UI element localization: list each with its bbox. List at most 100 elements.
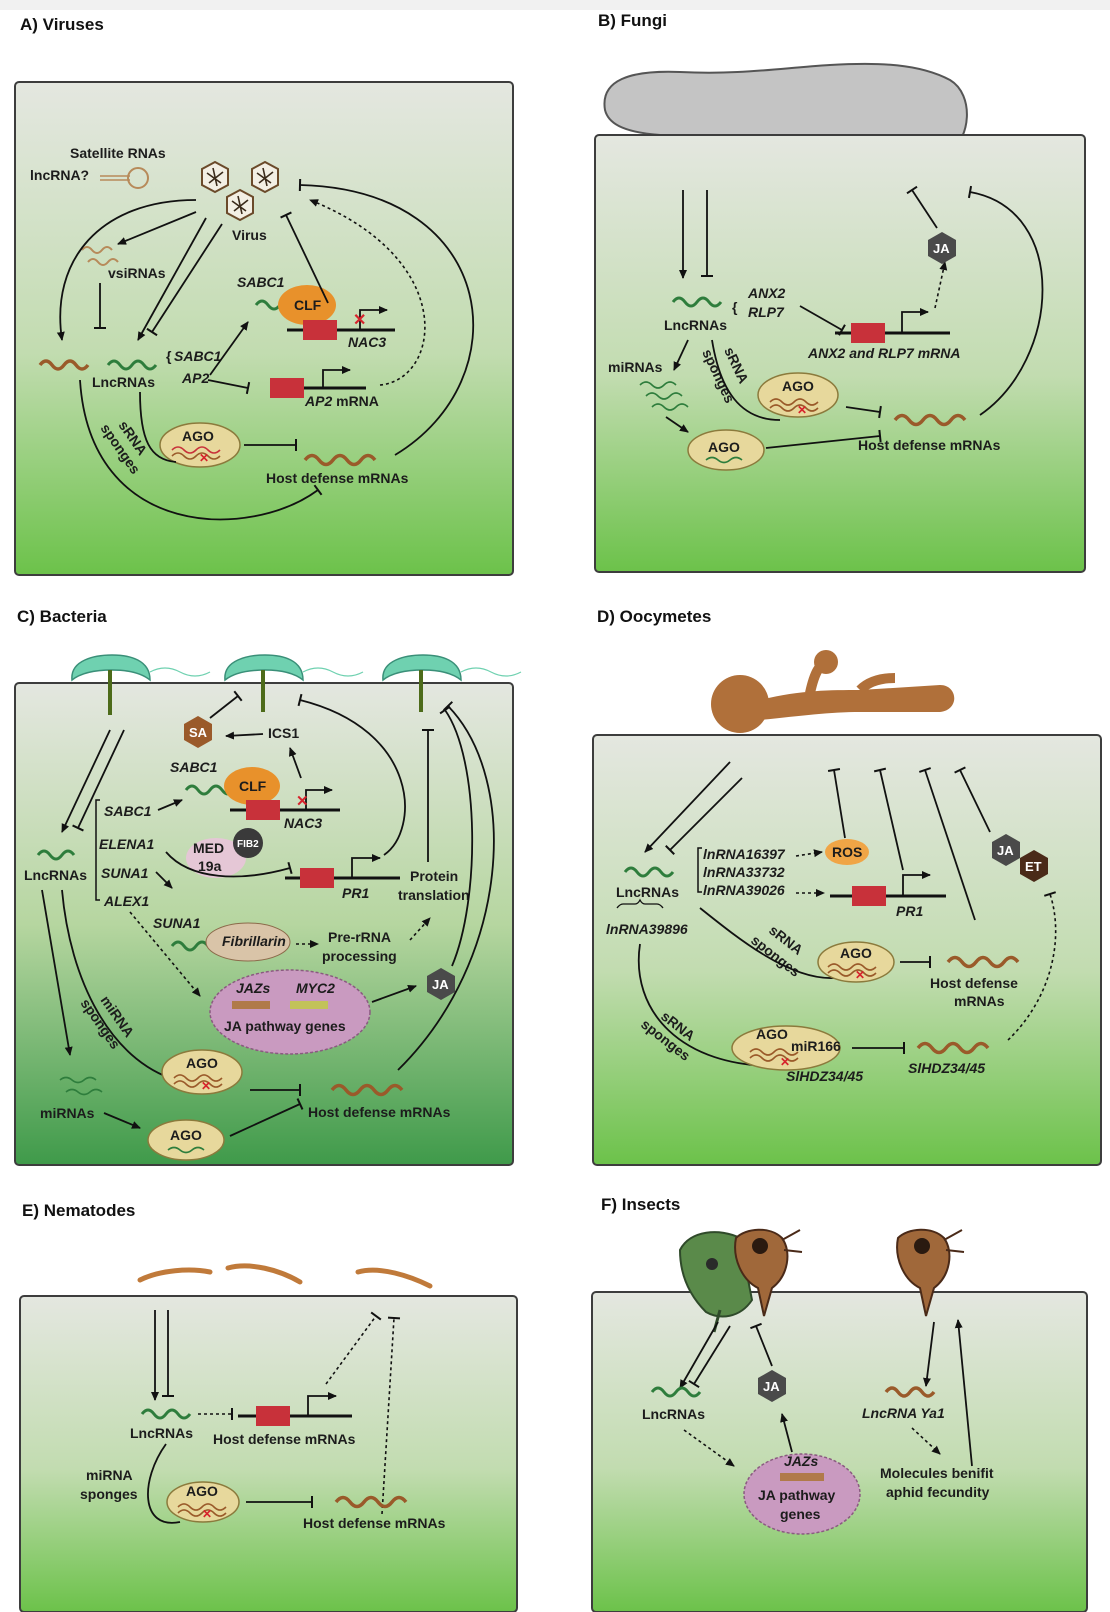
arrow-mirnas-ago [103, 1112, 141, 1129]
virus-particles-icon [201, 160, 279, 222]
ago1-label: AGO [782, 378, 814, 394]
lncrna-brown-wave-icon [38, 359, 90, 371]
sponges-label: sponges [80, 1486, 138, 1502]
lncrna-wave-icon [140, 1408, 192, 1420]
tss-arrow [901, 308, 929, 333]
vsirna-wave-icon [87, 258, 119, 266]
sponge-line [139, 391, 177, 463]
panel-d-title: D) Oocymetes [597, 607, 711, 626]
ago-mirna-wave-icon [705, 456, 743, 464]
jazs-bar [232, 1001, 270, 1009]
ago1-label: AGO [186, 1055, 218, 1071]
inhibit-nac3-virus [280, 211, 329, 304]
brace-icon: { [732, 299, 738, 315]
satellite-stem-icon [100, 175, 130, 181]
mirna-waves-icon [59, 1076, 103, 1096]
sponge-line-2 [637, 943, 781, 1067]
inhibit-ja-aphid [750, 1322, 773, 1367]
ago-sponge-icon [161, 1049, 243, 1095]
ago-target-icon [177, 1503, 227, 1517]
panel-e-title: E) Nematodes [22, 1201, 135, 1220]
inhibit-sa-receptor [209, 690, 243, 719]
aphid-brown-icon-2 [896, 1228, 965, 1317]
lncrna-green-wave-icon [106, 359, 158, 371]
suna1-wave-icon [170, 940, 210, 952]
arrow-aphid-lncrnas [679, 1321, 719, 1389]
arrow-sabc1 [157, 799, 183, 811]
cleave-x-icon: ✕ [780, 1055, 790, 1069]
host-defense-mrna-wave-icon [303, 453, 377, 467]
arrow-ja-pathway-ja [780, 1413, 793, 1453]
et-hexagon-icon [1020, 850, 1048, 882]
ja-label: JA [432, 977, 449, 992]
lnrna16397-label: lnRNA16397 [703, 846, 786, 862]
cleave-x-icon: ✕ [797, 403, 807, 417]
inhibit-pr1-receptor [297, 693, 406, 856]
arrow-bacteria-lncrnas [61, 729, 111, 833]
inhibit-host-oomycete [918, 767, 976, 921]
clf-protein-icon [224, 767, 280, 805]
inhibit-ago-host [845, 405, 882, 419]
inhibit-oomycete-lncrnas [665, 777, 743, 855]
promoter-box [851, 323, 885, 343]
ja-hexagon-icon [928, 232, 956, 264]
host-defense-2-label: Host defense mRNAs [303, 1515, 446, 1531]
dotted-ap2-virus [309, 199, 426, 386]
arrow-suna1 [155, 871, 173, 889]
inhibit-host-fungus [967, 185, 1044, 416]
panel-f-insects: F) Insects LncRNAs JA JAZs JA pathway ge… [591, 1195, 1088, 1612]
inhibit-ago2-host [765, 429, 882, 449]
panel-c-bacteria: C) Bacteria SA ICS1 SABC1 CLF ✕ NAC3 [14, 607, 522, 1166]
pr1-label: PR1 [342, 885, 369, 901]
ago-target-icon [827, 963, 877, 977]
arrow-mirna-ago [665, 416, 689, 433]
inhibit-ja-receptor [439, 705, 474, 967]
arrow-virus-to-vsirnas [117, 211, 197, 245]
arrow-lncrna-mirnas [673, 339, 689, 371]
ros-icon [825, 839, 869, 865]
nac3-label: NAC3 [348, 334, 386, 350]
arrow-ja-pathway-ja [371, 984, 417, 1003]
lncrnas-label: LncRNAs [130, 1425, 193, 1441]
inhibit-virus-lncrnas [146, 223, 223, 337]
arrow-aphid-ya1 [923, 1321, 935, 1387]
ja-hexagon-icon [427, 968, 455, 1000]
protein-translation-b: translation [398, 887, 470, 903]
ago-srna-icon [171, 446, 221, 454]
sponge-line [147, 1443, 181, 1524]
dotted-prerrna-translation [409, 917, 431, 941]
arrow-nac3-ics1 [288, 747, 302, 779]
nac3-tss-arrow [359, 306, 388, 330]
host-defense-label: Host defense mRNAs [266, 470, 409, 486]
cleave-x-icon: ✕ [855, 968, 865, 982]
sponge-line [61, 889, 177, 1081]
ap2-label: AP2 [181, 370, 209, 386]
panel-f-title: F) Insects [601, 1195, 680, 1214]
inhibit-ros-oomycete [827, 768, 846, 839]
ja-label: JA [763, 1379, 780, 1394]
prerrna-a-label: Pre-rRNA [328, 929, 391, 945]
lncrna-ya1-label: LncRNA Ya1 [862, 1405, 945, 1421]
dotted-ya1-molecules [911, 1427, 941, 1455]
lncrnas-label: LncRNAs [616, 884, 679, 900]
dotted-slhdz-et [1007, 891, 1057, 1041]
aphid-brown-icon [734, 1228, 803, 1317]
med-19a-label: 19a [198, 858, 222, 874]
et-label: ET [1025, 859, 1042, 874]
med-label: MED [193, 840, 224, 856]
host-defense-1-label: Host defense mRNAs [213, 1431, 356, 1447]
tss-arrow [307, 1392, 337, 1416]
dotted-to-ros [795, 849, 823, 858]
underbrace-icon [616, 898, 664, 909]
ap2-mrna-gene: AP2 [304, 393, 332, 409]
ap2-mrna-label: AP2 mRNA [304, 393, 379, 409]
host-defense-label: Host defense mRNAs [858, 437, 1001, 453]
ja-hexagon-icon [992, 834, 1020, 866]
inhibit-aphid-lncrnas [688, 1325, 731, 1389]
jazs-label: JAZs [784, 1453, 818, 1469]
nac3-promoter-box [246, 800, 280, 820]
panel-e-nematodes: E) Nematodes LncRNAs Host defense mRNAs … [19, 1201, 518, 1612]
sabc1-top-label: SABC1 [170, 759, 218, 775]
lncrnas-label: LncRNAs [642, 1406, 705, 1422]
